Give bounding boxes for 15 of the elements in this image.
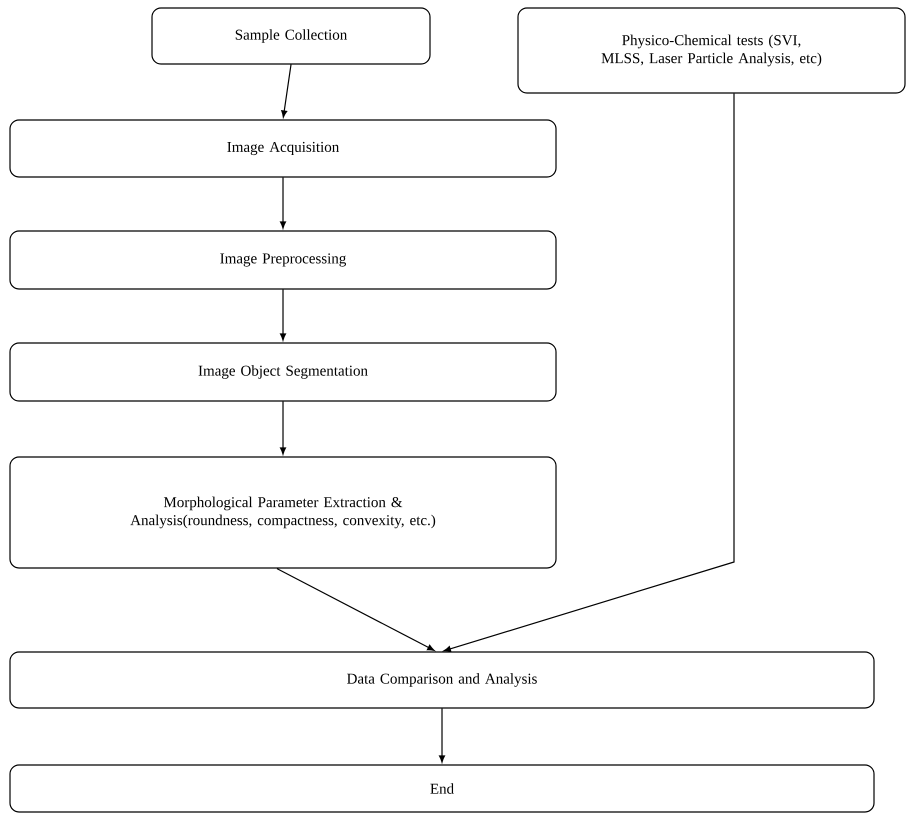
arrow <box>281 64 292 118</box>
process-box: Morphological Parameter Extraction & Analysis(roundness, compactness, convexity, etc.) <box>9 456 557 569</box>
arrow <box>444 94 735 652</box>
process-box: Sample Collection <box>151 7 431 65</box>
process-box: Image Object Segmentation <box>9 342 557 402</box>
arrow <box>280 402 286 455</box>
process-box: End <box>9 764 875 813</box>
arrow <box>280 178 286 229</box>
process-box: Image Acquisition <box>9 119 557 178</box>
process-box: Image Preprocessing <box>9 230 557 290</box>
process-box: Physico-Chemical tests (SVI, MLSS, Laser Particle Analysis, etc) <box>517 7 906 94</box>
process-box: Data Comparison and Analysis <box>9 651 875 709</box>
arrow <box>276 568 434 651</box>
arrow <box>280 290 286 341</box>
arrow <box>438 708 446 763</box>
